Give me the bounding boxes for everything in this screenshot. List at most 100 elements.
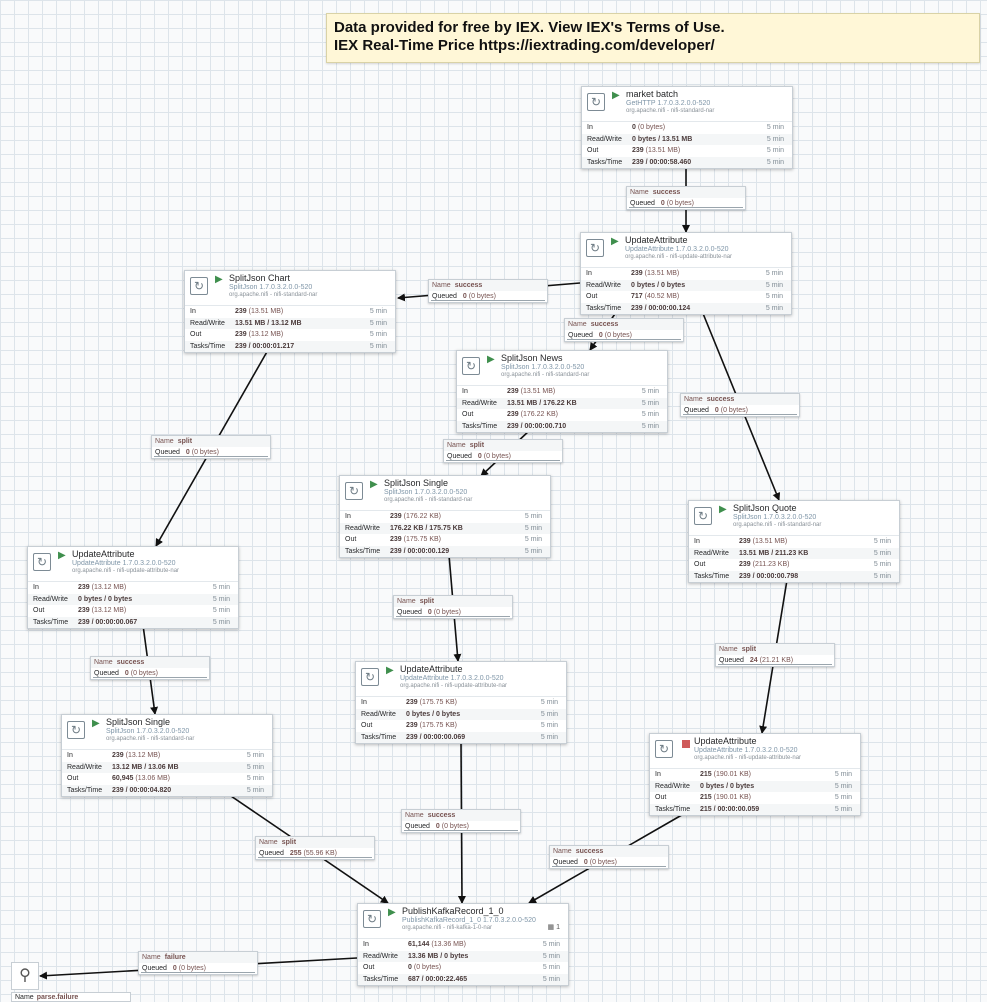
processor-name: SplitJson News [501, 353, 563, 363]
processor-update-attribute-right[interactable]: ↻ UpdateAttribute UpdateAttribute 1.7.0.… [649, 733, 861, 816]
processor-name: SplitJson Single [106, 717, 171, 727]
label-line-2: IEX Real-Time Price https://iextrading.c… [334, 37, 715, 54]
funnel-icon[interactable]: ⚲ [11, 962, 39, 990]
processor-bundle: org.apache.nifi - nifi-update-attribute-… [72, 568, 180, 574]
processor-publish-kafka[interactable]: ↻ ▶ PublishKafkaRecord_1_0 PublishKafkaR… [357, 903, 569, 986]
processor-name: SplitJson Quote [733, 503, 797, 513]
processor-type: SplitJson 1.7.0.3.2.0.0-520 [733, 514, 817, 521]
processor-type: SplitJson 1.7.0.3.2.0.0-520 [501, 364, 585, 371]
refresh-icon: ↻ [345, 482, 363, 500]
processor-type: SplitJson 1.7.0.3.2.0.0-520 [229, 284, 313, 291]
play-icon: ▶ [370, 479, 378, 490]
processor-update-attribute-mid[interactable]: ↻ ▶ UpdateAttribute UpdateAttribute 1.7.… [355, 661, 567, 744]
processor-bundle: org.apache.nifi - nifi-standard-nar [106, 736, 195, 742]
label-line-1: Data provided for free by IEX. View IEX'… [334, 19, 725, 36]
processor-type: UpdateAttribute 1.7.0.3.2.0.0-520 [694, 747, 798, 754]
processor-market-batch[interactable]: ↻ ▶ market batch GetHTTP 1.7.0.3.2.0.0-5… [581, 86, 793, 169]
thread-count-badge: ▦ 1 [547, 924, 560, 931]
processor-update-attribute-left[interactable]: ↻ ▶ UpdateAttribute UpdateAttribute 1.7.… [27, 546, 239, 629]
refresh-icon: ↻ [67, 721, 85, 739]
canvas-label[interactable]: Data provided for free by IEX. View IEX'… [326, 13, 980, 63]
play-icon: ▶ [215, 274, 223, 285]
processor-bundle: org.apache.nifi - nifi-standard-nar [733, 522, 822, 528]
processor-type: SplitJson 1.7.0.3.2.0.0-520 [106, 728, 190, 735]
processor-splitjson-single-left[interactable]: ↻ ▶ SplitJson Single SplitJson 1.7.0.3.2… [61, 714, 273, 797]
refresh-icon: ↻ [462, 357, 480, 375]
processor-splitjson-single-mid[interactable]: ↻ ▶ SplitJson Single SplitJson 1.7.0.3.2… [339, 475, 551, 558]
processor-type: GetHTTP 1.7.0.3.2.0.0-520 [626, 100, 711, 107]
play-icon: ▶ [612, 90, 620, 101]
processor-name: SplitJson Chart [229, 273, 291, 283]
processor-bundle: org.apache.nifi - nifi-update-attribute-… [400, 683, 508, 689]
processor-splitjson-quote[interactable]: ↻ ▶ SplitJson Quote SplitJson 1.7.0.3.2.… [688, 500, 900, 583]
processor-type: UpdateAttribute 1.7.0.3.2.0.0-520 [400, 675, 504, 682]
processor-name: UpdateAttribute [694, 736, 757, 746]
refresh-icon: ↻ [586, 239, 604, 257]
refresh-icon: ↻ [694, 507, 712, 525]
processor-splitjson-news[interactable]: ↻ ▶ SplitJson News SplitJson 1.7.0.3.2.0… [456, 350, 668, 433]
play-icon: ▶ [92, 718, 100, 729]
processor-name: SplitJson Single [384, 478, 449, 488]
processor-bundle: org.apache.nifi - nifi-update-attribute-… [625, 254, 733, 260]
processor-name: UpdateAttribute [400, 664, 463, 674]
play-icon: ▶ [58, 550, 66, 561]
refresh-icon: ↻ [33, 553, 51, 571]
processor-splitjson-chart[interactable]: ↻ ▶ SplitJson Chart SplitJson 1.7.0.3.2.… [184, 270, 396, 353]
processor-bundle: org.apache.nifi - nifi-kafka-1-0-nar [402, 925, 493, 931]
processor-update-attribute-main[interactable]: ↻ ▶ UpdateAttribute UpdateAttribute 1.7.… [580, 232, 792, 315]
processor-bundle: org.apache.nifi - nifi-standard-nar [384, 497, 473, 503]
refresh-icon: ↻ [190, 277, 208, 295]
processor-bundle: org.apache.nifi - nifi-update-attribute-… [694, 755, 802, 761]
processor-name: UpdateAttribute [625, 235, 688, 245]
play-icon: ▶ [611, 236, 619, 247]
refresh-icon: ↻ [587, 93, 605, 111]
processor-bundle: org.apache.nifi - nifi-standard-nar [501, 372, 590, 378]
play-icon: ▶ [386, 665, 394, 676]
